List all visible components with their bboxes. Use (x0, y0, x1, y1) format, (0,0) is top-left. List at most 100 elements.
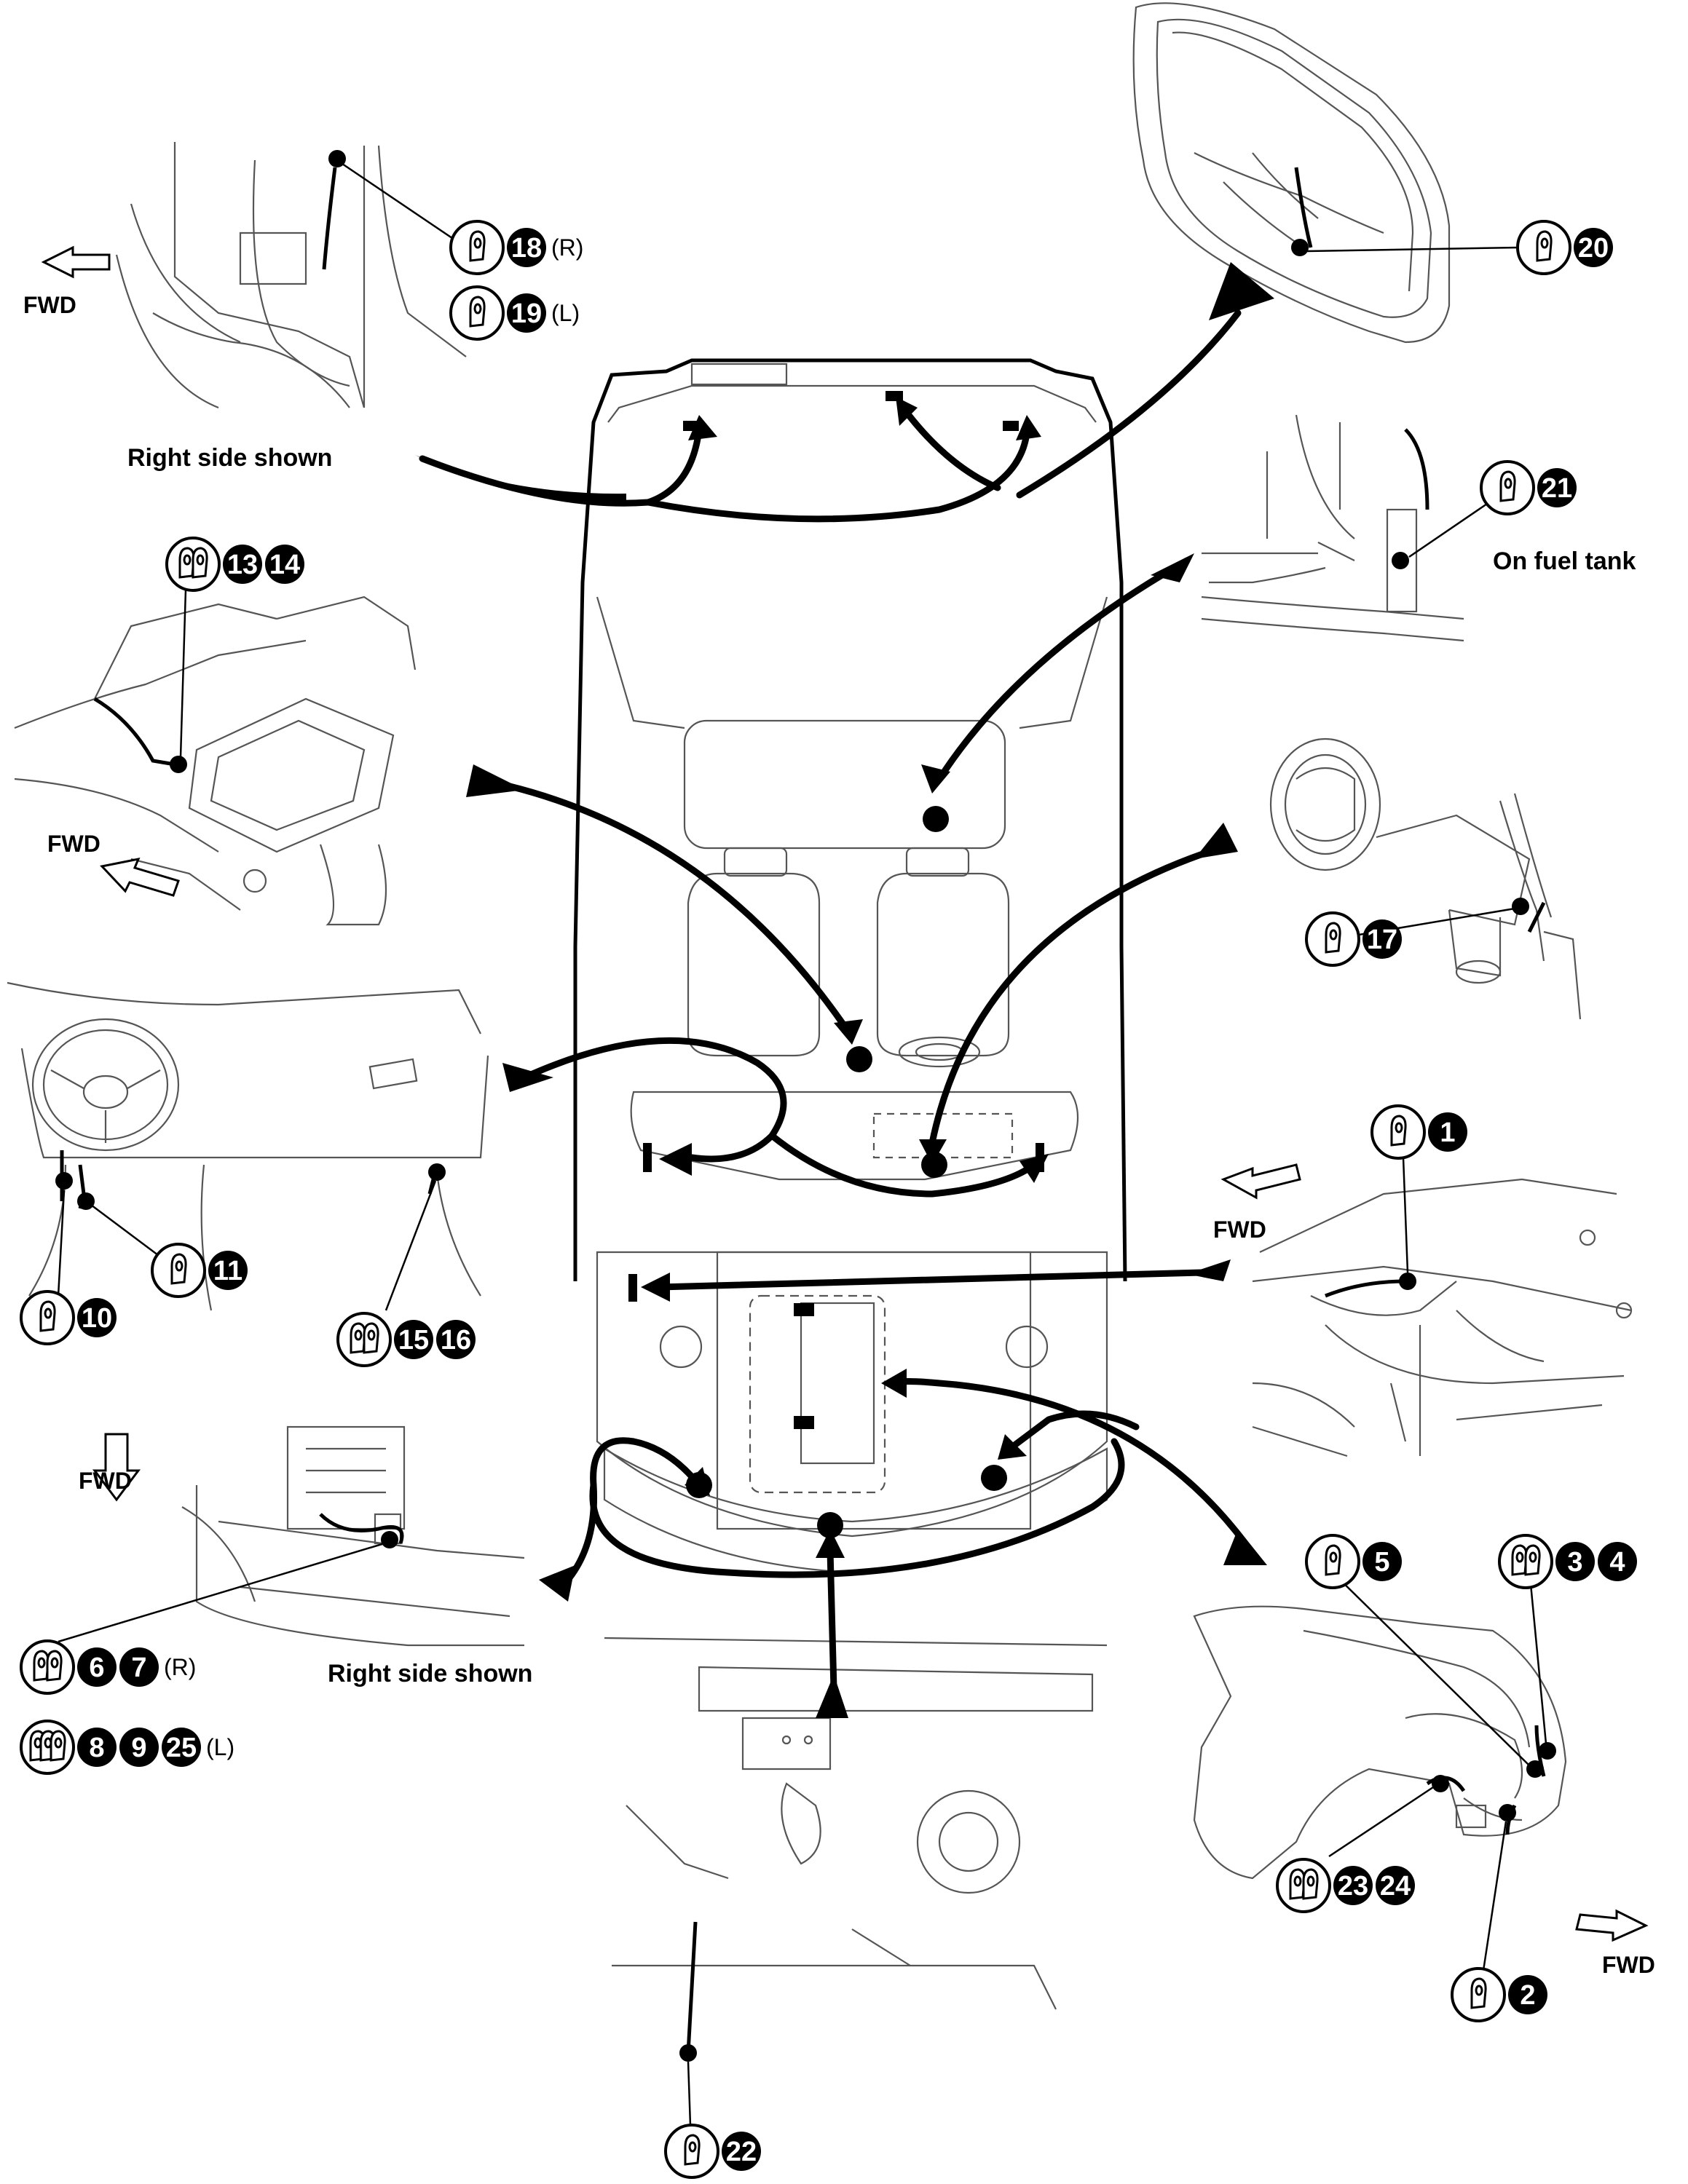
caption-on-fuel-tank: On fuel tank (1493, 547, 1636, 575)
part-number-badge: 7 (119, 1647, 159, 1687)
part-number: 17 (1367, 925, 1397, 955)
point-3-4 (1539, 1742, 1556, 1760)
point-20 (1291, 239, 1309, 256)
fwd-label: FWD (47, 831, 100, 857)
part-number: 24 (1380, 1871, 1411, 1902)
side-label: (L) (206, 1734, 234, 1760)
part-number-badge: 19 (507, 293, 546, 333)
point-18-19 (328, 150, 346, 167)
part-number: 21 (1542, 473, 1572, 504)
caption-right-side-shown-bottom: Right side shown (328, 1660, 532, 1688)
point-10 (55, 1172, 73, 1190)
part-number-badge: 5 (1362, 1542, 1402, 1581)
point-fuel-tank (923, 806, 949, 832)
part-number-badge: 10 (77, 1298, 117, 1337)
single-grommet-icon (151, 1243, 206, 1298)
sketch-rear-pillar (115, 142, 467, 409)
side-label: (L) (551, 300, 580, 326)
vehicle-body-top-view (573, 358, 1127, 1574)
attachment-points (55, 150, 1556, 2062)
part-number: 4 (1609, 1547, 1625, 1578)
part-number: 2 (1520, 1980, 1535, 2011)
part-number: 15 (398, 1325, 429, 1356)
sketch-ecu-area (14, 596, 417, 926)
side-label: (R) (164, 1654, 196, 1680)
callout-2: 2 (1451, 1967, 1547, 2022)
caption-right-side-shown-top: Right side shown (127, 444, 332, 472)
sketch-fuel-tank (1201, 414, 1464, 642)
callout-22: 22 (664, 2124, 761, 2179)
part-number: 13 (227, 550, 258, 580)
double-grommet-icon (20, 1639, 75, 1695)
single-grommet-icon (1305, 1534, 1360, 1589)
point-rear-right (981, 1465, 1007, 1491)
part-number-badge: 23 (1333, 1866, 1373, 1905)
part-number: 18 (511, 233, 542, 264)
double-grommet-icon (336, 1312, 392, 1367)
part-number: 5 (1374, 1547, 1389, 1578)
part-number-badge: 18 (507, 228, 546, 267)
fwd-arrow-icon (100, 857, 180, 897)
point-15-16 (428, 1163, 446, 1181)
fwd-arrow-icon (1220, 1163, 1301, 1200)
callout-20: 20 (1516, 220, 1613, 275)
part-number-badge: 8 (77, 1728, 117, 1767)
part-number: 10 (82, 1303, 112, 1334)
fwd-arrow-icon (41, 245, 111, 279)
part-number: 16 (441, 1325, 471, 1356)
part-number: 11 (213, 1256, 242, 1286)
point-center-floor (846, 1046, 872, 1072)
part-number: 19 (511, 298, 542, 329)
callout-18: 18 (R) (449, 220, 583, 275)
double-grommet-icon (1276, 1858, 1331, 1913)
part-number-badge: 3 (1555, 1542, 1595, 1581)
point-23-24 (1432, 1775, 1449, 1792)
side-label: (R) (551, 234, 583, 261)
callout-10: 10 (20, 1290, 117, 1345)
part-number-badge: 17 (1362, 919, 1402, 959)
point-rear-left (686, 1472, 712, 1498)
single-grommet-icon (449, 285, 505, 341)
triple-grommet-icon (20, 1720, 75, 1775)
fwd-label: FWD (23, 292, 76, 318)
point-5 (1526, 1760, 1544, 1778)
sketch-rocker-panel (181, 1425, 525, 1647)
point-6-7 (381, 1531, 398, 1548)
double-grommet-icon (1498, 1534, 1553, 1589)
sketch-dashboard (7, 981, 489, 1311)
fwd-label: FWD (1602, 1952, 1655, 1978)
part-number: 20 (1578, 233, 1609, 264)
callout-19: 19 (L) (449, 285, 580, 341)
leader-lines (57, 162, 1547, 2126)
sketch-front-bumper-area (1193, 1605, 1567, 1880)
fwd-label: FWD (79, 1468, 132, 1494)
part-number: 7 (131, 1653, 146, 1683)
single-grommet-icon (1305, 911, 1360, 967)
point-13-14 (170, 756, 187, 773)
point-11 (77, 1192, 95, 1210)
part-number-badge: 22 (722, 2132, 761, 2171)
point-22 (679, 2044, 697, 2062)
single-grommet-icon (664, 2124, 719, 2179)
part-number-badge: 20 (1574, 228, 1613, 267)
callout-17: 17 (1305, 911, 1402, 967)
single-grommet-icon (1370, 1104, 1426, 1160)
part-number: 22 (726, 2137, 757, 2167)
part-number-badge: 21 (1537, 468, 1577, 507)
part-number: 1 (1440, 1117, 1455, 1148)
part-number-badge: 25 (162, 1728, 201, 1767)
fwd-arrows (41, 245, 1649, 1942)
part-number-badge: 9 (119, 1728, 159, 1767)
callout-5: 5 (1305, 1534, 1402, 1589)
single-grommet-icon (449, 220, 505, 275)
part-number-badge: 11 (208, 1251, 248, 1290)
part-number-badge: 16 (436, 1320, 476, 1359)
part-number-badge: 13 (223, 545, 262, 584)
part-number-badge: 6 (77, 1647, 117, 1687)
part-number: 25 (166, 1733, 197, 1763)
double-grommet-icon (165, 537, 221, 592)
